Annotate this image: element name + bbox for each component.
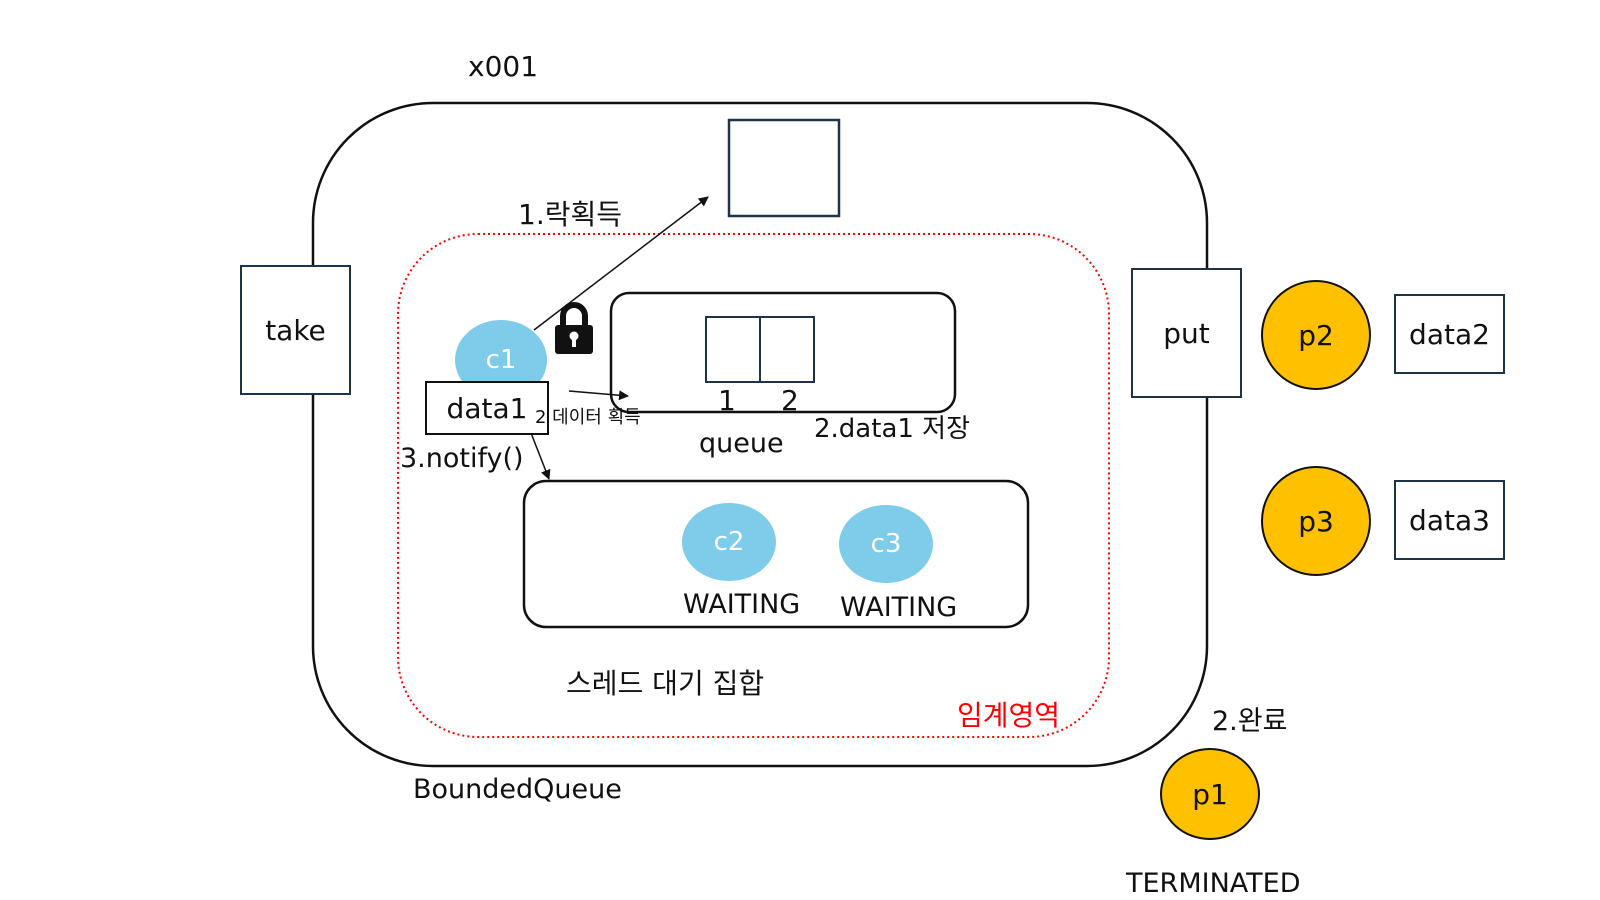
c1-label: c1 bbox=[485, 345, 517, 375]
critical-section-outline bbox=[397, 233, 1110, 738]
producer-data-box-data3: data3 bbox=[1394, 480, 1505, 560]
queue-label: queue bbox=[699, 428, 784, 459]
store-label: 2.data1 저장 bbox=[814, 414, 971, 444]
put-method-box: put bbox=[1131, 268, 1242, 398]
acquire-lock-label: 1.락획득 bbox=[518, 198, 622, 231]
data1-label: data1 bbox=[446, 391, 528, 425]
waiting-thread-c3: c3 bbox=[839, 505, 933, 583]
lock-icon bbox=[552, 300, 596, 356]
terminated-producer-p1: p1 bbox=[1160, 748, 1260, 840]
c3-label: c3 bbox=[870, 529, 902, 559]
notify-label: 3.notify() bbox=[400, 443, 524, 474]
data2-label: data2 bbox=[1409, 317, 1490, 351]
consumer-data-box: data1 bbox=[425, 381, 549, 435]
waiting-thread-c2: c2 bbox=[682, 503, 776, 581]
take-label: take bbox=[265, 313, 326, 347]
queue-slot-index-1: 1 bbox=[718, 384, 736, 417]
complete-label: 2.완료 bbox=[1212, 706, 1288, 737]
c3-state-label: WAITING bbox=[840, 592, 958, 623]
producer-data-box-data2: data2 bbox=[1394, 294, 1505, 374]
p1-state-label: TERMINATED bbox=[1126, 868, 1301, 899]
wait-set-label: 스레드 대기 집합 bbox=[566, 667, 765, 700]
producer-thread-p2: p2 bbox=[1261, 280, 1371, 390]
bounded-queue-outline bbox=[311, 101, 1209, 768]
queue-slot-index-2: 2 bbox=[781, 384, 799, 417]
queue-outline bbox=[609, 291, 957, 414]
notify-arrow bbox=[530, 432, 551, 480]
object-id-label: x001 bbox=[468, 50, 539, 83]
c2-label: c2 bbox=[713, 527, 745, 557]
take-method-box: take bbox=[240, 265, 351, 395]
queue-slot-outline bbox=[759, 316, 815, 383]
p2-label: p2 bbox=[1298, 318, 1334, 352]
p3-label: p3 bbox=[1298, 504, 1334, 538]
queue-slot-outline bbox=[705, 316, 761, 383]
c2-state-label: WAITING bbox=[683, 589, 801, 620]
monitor-lock-box bbox=[727, 118, 841, 218]
data-to-queue-arrow bbox=[568, 390, 629, 401]
data-acquire-label: 2 데이터 획득 bbox=[535, 407, 641, 428]
producer-thread-p3: p3 bbox=[1261, 466, 1371, 576]
container-label: BoundedQueue bbox=[413, 774, 622, 805]
critical-section-label: 임계영역 bbox=[957, 699, 1061, 732]
put-label: put bbox=[1163, 316, 1210, 350]
p1-label: p1 bbox=[1192, 777, 1228, 811]
data3-label: data3 bbox=[1409, 503, 1490, 537]
wait-set-outline bbox=[522, 479, 1030, 629]
